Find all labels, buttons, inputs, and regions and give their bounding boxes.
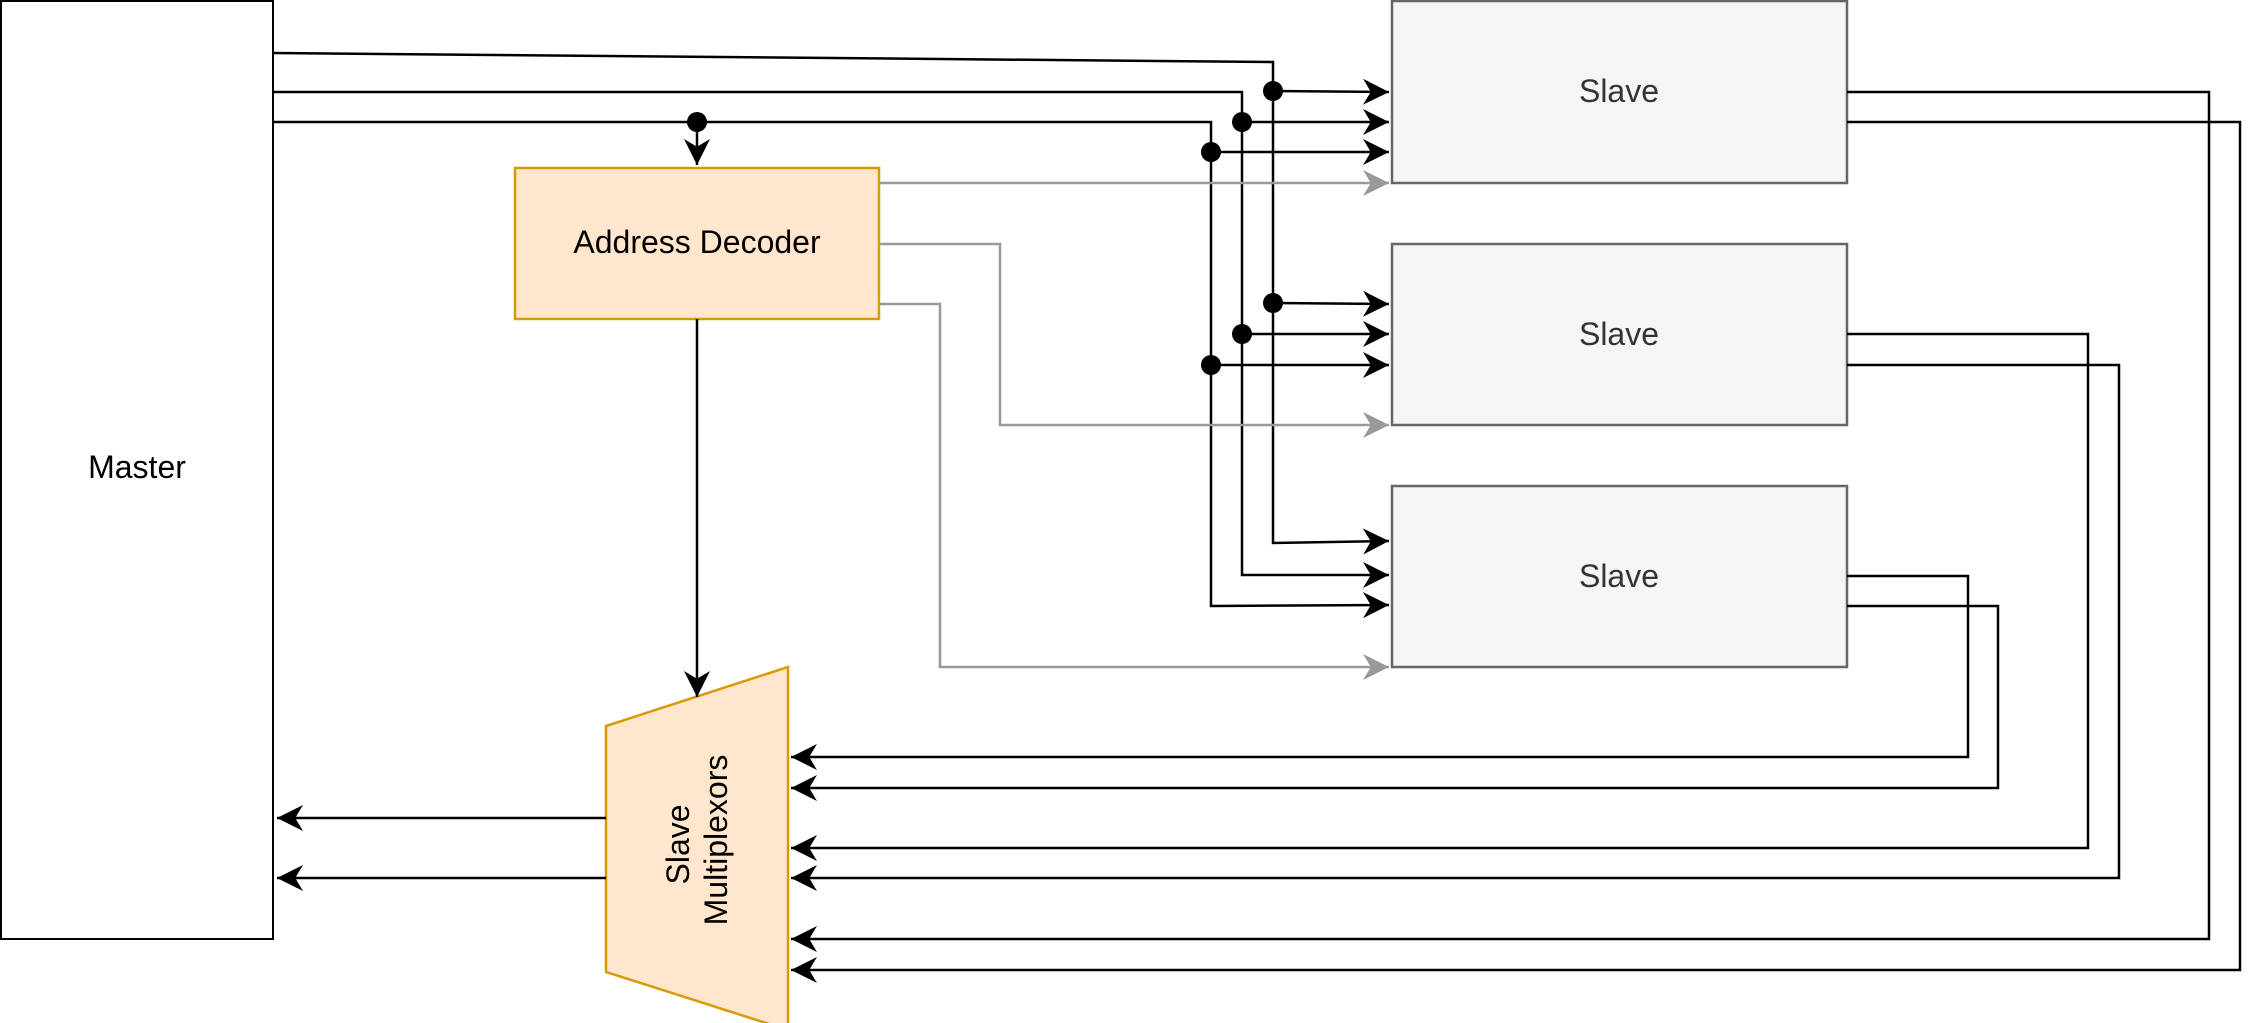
junction-dot [1201,142,1221,162]
slave-label-1: Slave [1579,73,1659,109]
junction-dot [1201,355,1221,375]
select-line-slave-2 [879,242,1389,438]
slave-block-3: Slave [1390,484,1849,669]
response-line-s2-a [791,332,2090,861]
response-line-s3-b [791,604,2000,801]
slave-block-1: Slave [1390,0,1849,185]
select-line-slave-3 [879,302,1389,680]
master-label: Master [88,449,186,485]
address-decoder-block: Address Decoder [513,166,881,321]
junction-dot [1263,293,1283,313]
address-decoder-label: Address Decoder [573,224,821,260]
junction-dot [1232,324,1252,344]
select-lines [879,170,1389,680]
response-line-s1-b [791,120,2242,983]
slave-multiplexors-block: Slave Multiplexors [604,665,790,1023]
slave-multiplexors-label: Slave Multiplexors [660,755,734,926]
response-line-s2-b [791,363,2121,891]
bus-line-a-branch-1 [1272,78,1390,105]
bus-line-b [273,90,1389,588]
response-line-s3-a [791,574,1970,770]
slave-block-2: Slave [1390,242,1849,427]
slave-multiplexors-label-line1: Slave [660,804,696,884]
response-line-s1-a [791,90,2211,952]
junction-dot [1232,112,1252,132]
junction-dot [687,112,707,132]
response-lines [791,90,2242,983]
master-block: Master [0,0,274,940]
junction-dot [1263,81,1283,101]
slave-multiplexors-label-line2: Multiplexors [698,755,734,926]
slave-label-3: Slave [1579,558,1659,594]
junction-dots [687,81,1283,375]
slave-label-2: Slave [1579,316,1659,352]
bus-line-a-branch-2 [1272,290,1390,317]
